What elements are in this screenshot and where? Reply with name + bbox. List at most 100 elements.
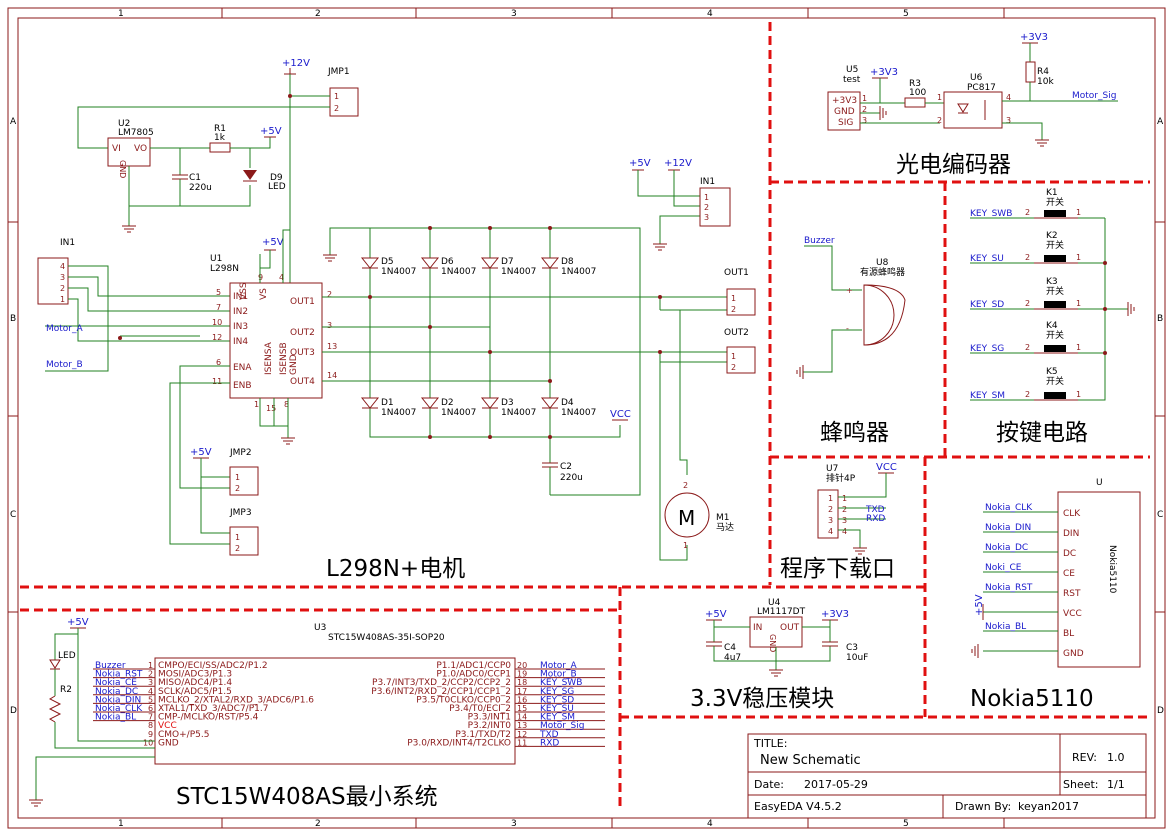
zone-col-1: 1 bbox=[118, 9, 124, 19]
svg-text:D7: D7 bbox=[501, 257, 514, 267]
mcu-pin-number: 3 bbox=[148, 678, 153, 687]
section-title-mcu: STC15W408AS最小系统 bbox=[176, 784, 438, 810]
mcu-pin-number: 14 bbox=[517, 713, 527, 722]
svg-text:4u7: 4u7 bbox=[724, 653, 741, 663]
power-12v-label: +12V bbox=[282, 58, 310, 69]
svg-text:5: 5 bbox=[216, 288, 221, 297]
mcu-net-label: Motor_A bbox=[540, 661, 578, 671]
svg-text:2: 2 bbox=[327, 290, 332, 299]
ground-symbol bbox=[1035, 139, 1049, 147]
svg-text:+5V: +5V bbox=[629, 158, 651, 169]
out1-connector bbox=[726, 288, 756, 316]
svg-text:1k: 1k bbox=[214, 133, 226, 143]
svg-text:R4: R4 bbox=[1037, 67, 1049, 77]
svg-text:test: test bbox=[843, 75, 861, 85]
d9-led bbox=[243, 170, 257, 180]
zone-col-2: 2 bbox=[315, 9, 321, 19]
zone-row-b-right: B bbox=[1157, 314, 1163, 324]
section-title-keys: 按键电路 bbox=[996, 420, 1088, 446]
section-title-motor: L298N+电机 bbox=[326, 556, 465, 582]
svg-text:1N4007: 1N4007 bbox=[501, 408, 536, 418]
svg-text:3: 3 bbox=[704, 213, 709, 222]
svg-text:6: 6 bbox=[216, 358, 221, 367]
svg-text:GND: GND bbox=[289, 354, 299, 375]
svg-text:2: 2 bbox=[731, 363, 736, 372]
svg-text:CLK: CLK bbox=[1063, 509, 1081, 519]
svg-text:3: 3 bbox=[60, 273, 65, 282]
svg-text:1N4007: 1N4007 bbox=[441, 408, 476, 418]
in1-right-ref: IN1 bbox=[700, 177, 715, 187]
section-title-nokia: Nokia5110 bbox=[970, 686, 1094, 712]
svg-text:D6: D6 bbox=[441, 257, 454, 267]
svg-text:1: 1 bbox=[683, 541, 688, 550]
mcu-pin-number: 13 bbox=[517, 721, 527, 730]
svg-text:1: 1 bbox=[828, 494, 833, 503]
svg-text:GND: GND bbox=[118, 160, 127, 178]
svg-text:VCC: VCC bbox=[1063, 609, 1082, 619]
svg-text:+5V: +5V bbox=[262, 237, 284, 248]
svg-text:Nokia_BL: Nokia_BL bbox=[985, 622, 1026, 632]
m1-motor bbox=[664, 492, 710, 538]
u5-encoder-sensor bbox=[827, 91, 861, 131]
svg-text:Nokia_DIN: Nokia_DIN bbox=[985, 523, 1031, 533]
mcu-pin-number: 1 bbox=[148, 661, 153, 670]
svg-text:OUT4: OUT4 bbox=[290, 377, 315, 387]
u1-l298n bbox=[229, 282, 323, 399]
mcu-net-label: Nokia_CE bbox=[95, 678, 137, 688]
svg-text:GND: GND bbox=[1063, 649, 1084, 659]
svg-text:TXD: TXD bbox=[865, 505, 885, 515]
mcu-pin-name: CMP-/MCLKO/RST/P5.4 bbox=[158, 713, 259, 723]
mcu-pin-number: 8 bbox=[148, 721, 153, 730]
svg-text:C4: C4 bbox=[724, 643, 736, 653]
mcu-pin-number: 20 bbox=[517, 661, 527, 670]
mcu-pin-name: XTAL1/TXD_3/ADC7/P1.7 bbox=[158, 704, 268, 714]
svg-text:1N4007: 1N4007 bbox=[561, 267, 596, 277]
svg-text:D3: D3 bbox=[501, 398, 514, 408]
ground-symbol bbox=[769, 669, 783, 677]
svg-text:+3V3: +3V3 bbox=[1020, 32, 1048, 43]
svg-text:13: 13 bbox=[327, 342, 337, 351]
in1-right-connector bbox=[699, 187, 731, 227]
svg-text:10k: 10k bbox=[1037, 77, 1054, 87]
mcu-net-label: Nokia_RST bbox=[95, 670, 143, 680]
svg-text:1: 1 bbox=[842, 494, 847, 503]
svg-text:D9: D9 bbox=[270, 173, 283, 183]
mcu-pin-name: P1.1/ADC1/CCP0 bbox=[436, 661, 511, 671]
mcu-net-label: KEY_SD bbox=[540, 695, 574, 705]
mcu-net-label: KEY_SM bbox=[540, 713, 575, 723]
svg-text:IN4: IN4 bbox=[233, 337, 248, 347]
svg-text:1: 1 bbox=[254, 400, 259, 409]
ground-symbol bbox=[29, 799, 43, 807]
svg-text:+: + bbox=[846, 286, 853, 295]
svg-text:KEY_SU: KEY_SU bbox=[970, 254, 1004, 264]
svg-text:4: 4 bbox=[828, 527, 833, 536]
zone-col-3: 3 bbox=[511, 9, 517, 19]
rev-value: 1.0 bbox=[1107, 751, 1125, 764]
svg-text:Nokia_DC: Nokia_DC bbox=[985, 543, 1028, 553]
section-buzzer: Buzzer U8 有源蜂鸣器 + - 蜂鸣器 bbox=[796, 236, 906, 446]
tool-value: EasyEDA V4.5.2 bbox=[754, 800, 842, 813]
section-regulator: U4 LM1117DT IN OUT GND +5V +3V3 C4 4u7 C… bbox=[690, 598, 868, 712]
svg-text:RST: RST bbox=[1063, 589, 1081, 599]
svg-text:U: U bbox=[1096, 478, 1103, 488]
svg-text:2: 2 bbox=[862, 105, 867, 114]
svg-text:开关: 开关 bbox=[1046, 239, 1064, 251]
zone-col-5: 5 bbox=[903, 9, 909, 19]
svg-text:12: 12 bbox=[212, 333, 222, 342]
in1-left-ref: IN1 bbox=[60, 238, 75, 248]
svg-text:Nokia_CLK: Nokia_CLK bbox=[985, 503, 1033, 513]
svg-text:1: 1 bbox=[235, 533, 240, 542]
zone-row-a-right: A bbox=[1157, 117, 1164, 127]
svg-text:RXD: RXD bbox=[866, 514, 885, 524]
svg-text:10uF: 10uF bbox=[846, 653, 868, 663]
mcu-pin-number: 15 bbox=[517, 704, 527, 713]
svg-text:3: 3 bbox=[1006, 116, 1011, 125]
svg-text:LM1117DT: LM1117DT bbox=[757, 607, 806, 617]
